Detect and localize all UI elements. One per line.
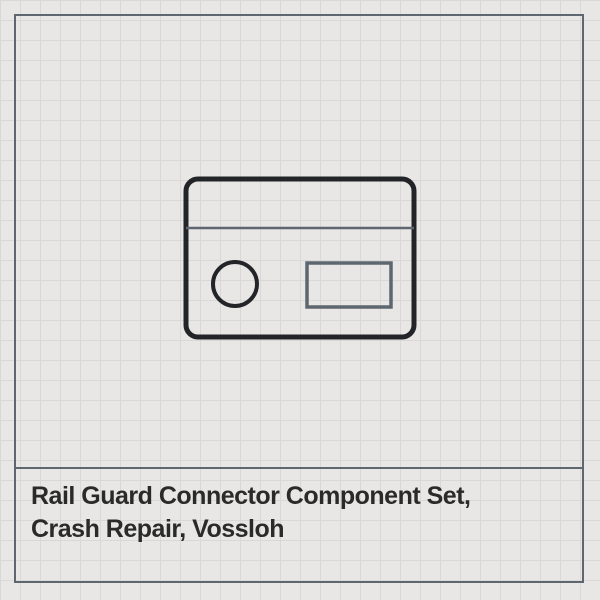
card-frame	[14, 14, 584, 583]
product-title-line-1: Rail Guard Connector Component Set,	[31, 482, 471, 510]
module-circle	[211, 260, 259, 308]
product-title: Rail Guard Connector Component Set, Cras…	[31, 480, 571, 546]
caption-divider	[14, 467, 584, 469]
device-module-icon	[180, 172, 420, 344]
product-title-line-2: Crash Repair, Vossloh	[31, 515, 285, 543]
module-body	[183, 176, 417, 340]
module-rectangle	[305, 261, 393, 309]
